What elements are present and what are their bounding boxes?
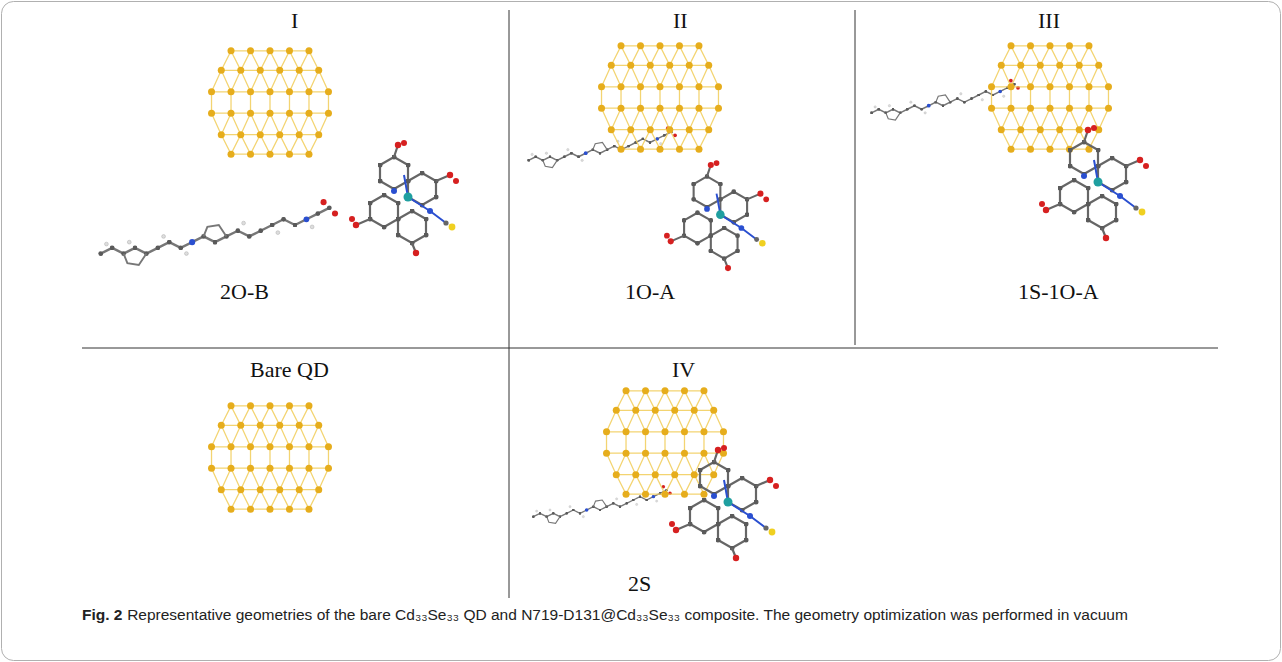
- panel-label: Bare QD: [250, 357, 329, 383]
- table-grid: [82, 10, 1218, 598]
- quantum-dot: [988, 42, 1112, 152]
- dye-complex: [1039, 125, 1149, 241]
- dye-molecule: [101, 199, 338, 265]
- panel-label: 2S: [628, 571, 651, 597]
- dye-complex: [664, 160, 769, 271]
- panel-number: I: [291, 8, 298, 34]
- dye-complex: [349, 140, 459, 256]
- figure-number: Fig. 2: [82, 606, 122, 623]
- dye-molecule: [529, 126, 677, 167]
- quantum-dot: [598, 42, 722, 152]
- panel-number: IV: [672, 357, 695, 383]
- panel-label: 1S-1O-A: [1018, 279, 1099, 305]
- panel-label: 2O-B: [220, 279, 269, 305]
- quantum-dot: [603, 387, 727, 497]
- dye-complex: [669, 445, 779, 561]
- figure-caption: Fig. 2 Representative geometries of the b…: [82, 604, 1232, 626]
- dye-molecule: [872, 79, 1020, 120]
- panel-number: III: [1038, 8, 1060, 34]
- caption-text: Representative geometries of the bare Cd…: [127, 606, 1128, 623]
- quantum-dot: [208, 47, 332, 157]
- panel-number: II: [673, 8, 688, 34]
- panel-label: 1O-A: [625, 279, 675, 305]
- quantum-dot: [208, 402, 332, 512]
- dye-molecule: [533, 485, 671, 523]
